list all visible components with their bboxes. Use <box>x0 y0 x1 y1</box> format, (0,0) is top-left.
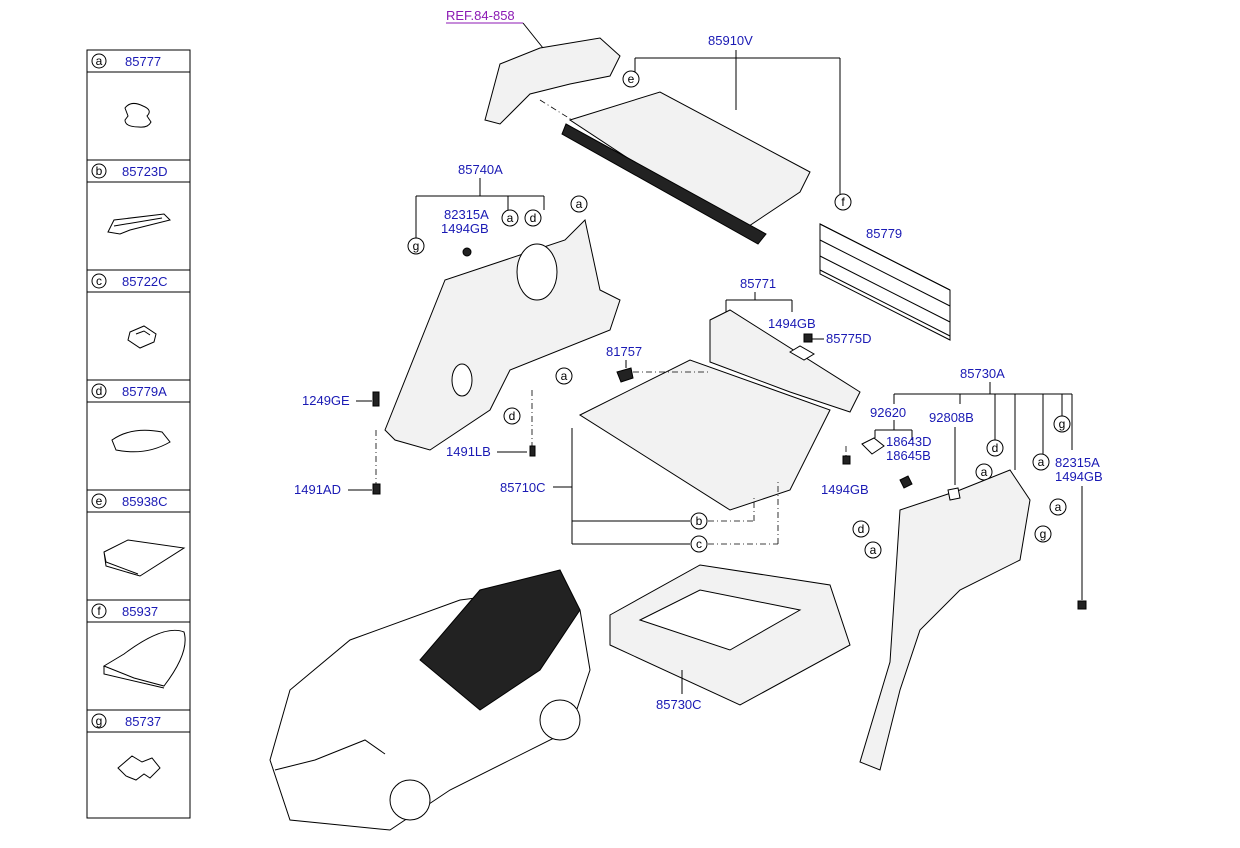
svg-text:e: e <box>628 72 635 86</box>
legend-letter-f: f <box>97 604 101 618</box>
legend-letter-b: b <box>96 164 103 178</box>
bracket-icon <box>103 539 186 577</box>
svg-text:d: d <box>992 441 999 455</box>
legend-part-b[interactable]: 85723D <box>122 164 168 179</box>
legend-letter-e: e <box>96 494 103 508</box>
reference-label[interactable]: REF.84-858 <box>446 8 515 23</box>
cargo-net <box>819 223 951 341</box>
label-85775D[interactable]: 85775D <box>826 331 872 346</box>
svg-text:f: f <box>841 195 845 209</box>
legend-row-f[interactable]: f 85937 <box>87 603 190 689</box>
lamp-housing <box>861 437 885 455</box>
label-1494GB-center[interactable]: 1494GB <box>821 482 869 497</box>
retainer-icon <box>117 755 161 781</box>
label-92808B[interactable]: 92808B <box>929 410 974 425</box>
legend-row-a[interactable]: a 85777 <box>87 53 190 128</box>
label-85730A[interactable]: 85730A <box>960 366 1005 381</box>
legend-row-g[interactable]: g 85737 <box>87 713 190 781</box>
legend-letter-c: c <box>96 274 102 288</box>
label-85771[interactable]: 85771 <box>740 276 776 291</box>
callout-e-top <box>622 70 640 88</box>
svg-text:c: c <box>696 537 702 551</box>
right-quarter-trim <box>859 469 1031 771</box>
luggage-floor-board <box>578 359 831 511</box>
upper-trim-panel <box>484 37 621 125</box>
label-1494GB-left[interactable]: 1494GB <box>441 221 489 236</box>
legend-letter-d: d <box>96 384 103 398</box>
svg-text:g: g <box>1059 417 1066 431</box>
svg-text:g: g <box>413 239 420 253</box>
label-81757[interactable]: 81757 <box>606 344 642 359</box>
hook-icon <box>107 213 171 235</box>
svg-text:b: b <box>696 514 703 528</box>
label-85779[interactable]: 85779 <box>866 226 902 241</box>
legend-row-e[interactable]: e 85938C <box>87 493 190 577</box>
label-85710C[interactable]: 85710C <box>500 480 546 495</box>
svg-text:g: g <box>1040 527 1047 541</box>
grommet-icon <box>127 325 157 349</box>
legend-letter-a: a <box>96 54 103 68</box>
vehicle-cargo-area <box>419 569 581 711</box>
svg-text:a: a <box>561 369 568 383</box>
label-82315A-left[interactable]: 82315A <box>444 207 489 222</box>
vehicle-illustration <box>269 569 591 831</box>
label-1494GB-right[interactable]: 1494GB <box>1055 469 1103 484</box>
svg-text:a: a <box>507 211 514 225</box>
legend-row-b[interactable]: b 85723D <box>87 163 190 235</box>
svg-text:a: a <box>1055 500 1062 514</box>
label-82315A-right[interactable]: 82315A <box>1055 455 1100 470</box>
cargo-cover-roller <box>561 123 767 245</box>
holder-icon <box>102 629 186 689</box>
cover-icon <box>111 429 171 453</box>
legend-row-c[interactable]: c 85722C <box>87 273 190 349</box>
label-18643D[interactable]: 18643D <box>886 434 932 449</box>
svg-text:d: d <box>530 211 537 225</box>
left-trim-speaker-opening <box>516 243 558 301</box>
clip-icon <box>124 102 152 128</box>
label-85730C[interactable]: 85730C <box>656 697 702 712</box>
callout-f-top <box>834 193 852 211</box>
legend-table: a 85777 b 85723D c 85722C d 85779A <box>86 49 191 819</box>
svg-text:a: a <box>576 197 583 211</box>
label-1249GE[interactable]: 1249GE <box>302 393 350 408</box>
legend-letter-g: g <box>96 714 103 728</box>
svg-text:d: d <box>509 409 516 423</box>
svg-text:a: a <box>1038 455 1045 469</box>
label-18645B[interactable]: 18645B <box>886 448 931 463</box>
legend-part-e[interactable]: 85938C <box>122 494 168 509</box>
label-92620[interactable]: 92620 <box>870 405 906 420</box>
label-1494GB-mid[interactable]: 1494GB <box>768 316 816 331</box>
legend-part-d[interactable]: 85779A <box>122 384 167 399</box>
label-1491AD[interactable]: 1491AD <box>294 482 341 497</box>
legend-part-c[interactable]: 85722C <box>122 274 168 289</box>
svg-text:a: a <box>981 465 988 479</box>
legend-part-f[interactable]: 85937 <box>122 604 158 619</box>
label-1491LB[interactable]: 1491LB <box>446 444 491 459</box>
svg-text:d: d <box>858 522 865 536</box>
cargo-cover <box>568 91 811 233</box>
svg-text:a: a <box>870 543 877 557</box>
reference-leader <box>522 22 544 49</box>
label-85910V[interactable]: 85910V <box>708 33 753 48</box>
legend-part-a[interactable]: 85777 <box>125 54 161 69</box>
label-85740A[interactable]: 85740A <box>458 162 503 177</box>
legend-part-g[interactable]: 85737 <box>125 714 161 729</box>
rear-transverse-trim <box>709 309 861 413</box>
legend-row-d[interactable]: d 85779A <box>87 383 190 453</box>
